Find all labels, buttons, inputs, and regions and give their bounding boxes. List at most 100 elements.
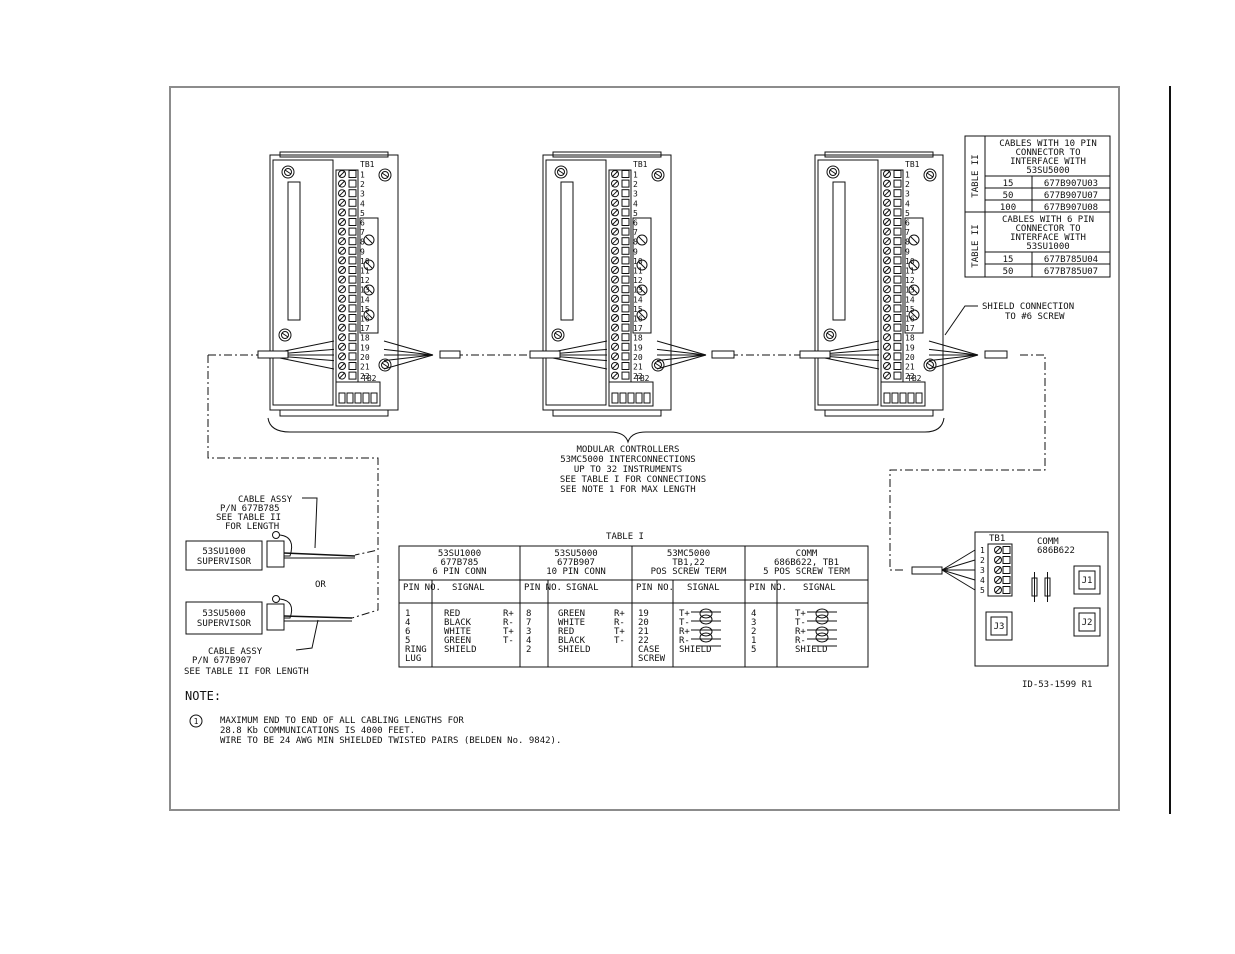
table-2-side-label: TABLE II [971,224,981,267]
terminal-screw-icon [883,324,891,331]
table-1-signal: T+ [795,609,806,619]
terminal-screw-icon [611,179,619,188]
table-1-col-header: PIN NO. [524,583,562,593]
callout-line: P/N 677B785 [220,504,280,514]
terminal-screw-icon [338,228,346,235]
screw-icon [908,259,920,271]
terminal-screw-icon [883,198,891,207]
table-1-pin: 20 [638,618,649,628]
screw-slot-icon [654,362,662,368]
terminal-screw-icon [611,371,619,380]
terminal-block-icon [621,342,630,351]
terminal-block-icon [1002,566,1011,574]
terminal-screw-icon [611,266,619,274]
screw-slot-icon [381,362,389,368]
terminal-number: 12 [360,276,370,285]
terminal-number: 6 [633,219,638,228]
terminal-screw-icon [883,353,891,360]
table-1-pin: 1 [751,636,756,646]
table-1-signal: R+ [679,627,690,637]
terminal-screw-icon [611,362,619,370]
note-line: 28.8 Kb COMMUNICATIONS IS 4000 FEET. [220,726,415,736]
terminal-screw-icon [994,566,1002,574]
callout-line: CABLE ASSY [208,647,263,657]
wire [928,348,979,356]
wire [383,354,434,370]
table-2-heading: INTERFACE WITH [1010,157,1086,167]
screw-icon [281,331,289,339]
tb2-terminal-icon [643,392,651,404]
terminal-screw-icon [994,566,1002,574]
terminal-screw-icon [883,314,891,322]
screw-icon [636,309,648,321]
terminal-number: 20 [633,353,643,362]
supervisor-label: SUPERVISOR [197,557,252,567]
terminal-screw-icon [883,362,891,370]
terminal-block-icon [893,237,902,246]
comm-title: 686B622 [1037,546,1075,556]
tb2-terminal-icon [899,392,907,404]
terminal-screw-icon [883,372,891,379]
terminal-block-icon [621,362,630,370]
terminal-block-icon [348,170,357,178]
table-1-group-header: 53SU5000 [554,549,597,559]
terminal-screw-icon [338,314,346,322]
tb2-terminal-icon [354,392,362,404]
terminal-screw-icon [611,246,619,255]
table-1-signal: SHIELD [679,645,712,655]
terminal-screw-icon [338,189,346,198]
terminal-screw-icon [611,189,619,198]
table-1-pin: 4 [526,636,531,646]
network-cable [207,350,1046,619]
terminal-number: 7 [633,228,638,237]
twisted-pair-icon [815,608,829,619]
terminal-number: 13 [360,286,370,295]
terminal-number: 5 [905,209,910,218]
screw-icon [554,165,568,179]
terminal-screw-icon [994,576,1002,584]
screw-slot-icon [284,169,292,175]
terminal-block-icon [348,198,357,207]
terminal-number: 15 [633,305,643,314]
supervisor-53su5000: 53SU5000 SUPERVISOR [185,595,353,635]
terminal-screw-icon [611,333,619,341]
terminal-screw-icon [611,218,619,226]
or-label: OR [315,580,326,590]
terminal-block-icon [348,314,357,322]
table-2-cell: 677B785U07 [1044,267,1098,277]
terminal-block-icon [348,189,357,198]
terminal-block-icon [893,275,902,284]
terminal-screw-icon [883,189,891,197]
wire [383,348,434,356]
terminal-screw-icon [883,208,891,217]
table-1-signal: T- [679,618,690,628]
tb2-terminal-icon [611,392,619,404]
terminal-screw-icon [338,285,346,294]
note-line: MAXIMUM END TO END OF ALL CABLING LENGTH… [220,716,464,726]
table-1-pin: 5 [405,636,410,646]
terminal-screw-icon [994,556,1002,564]
screw-icon [378,168,392,182]
table-2-cell: 677B785U04 [1044,255,1098,265]
table-1-pin: 21 [638,627,649,637]
screw-slot-icon [829,169,837,175]
table-2-heading: INTERFACE WITH [1010,233,1086,243]
terminal-screw-icon [611,323,619,332]
screw-slot-icon [365,286,373,294]
terminal-screw-icon [994,586,1002,594]
controller-bottom-lip [824,409,934,417]
terminal-number: 5 [633,209,638,218]
terminal-number: 7 [360,228,365,237]
terminal-screw-icon [883,237,891,245]
terminal-number: 14 [633,295,643,304]
terminal-block-icon [348,227,357,236]
controller-body [814,154,944,411]
terminal-block-icon [893,266,902,274]
terminal-screw-icon [611,362,619,370]
terminal-screw-icon [338,179,346,188]
comm-term-number: 3 [980,566,985,575]
terminal-block-icon [893,304,902,313]
screw-icon [923,168,937,182]
